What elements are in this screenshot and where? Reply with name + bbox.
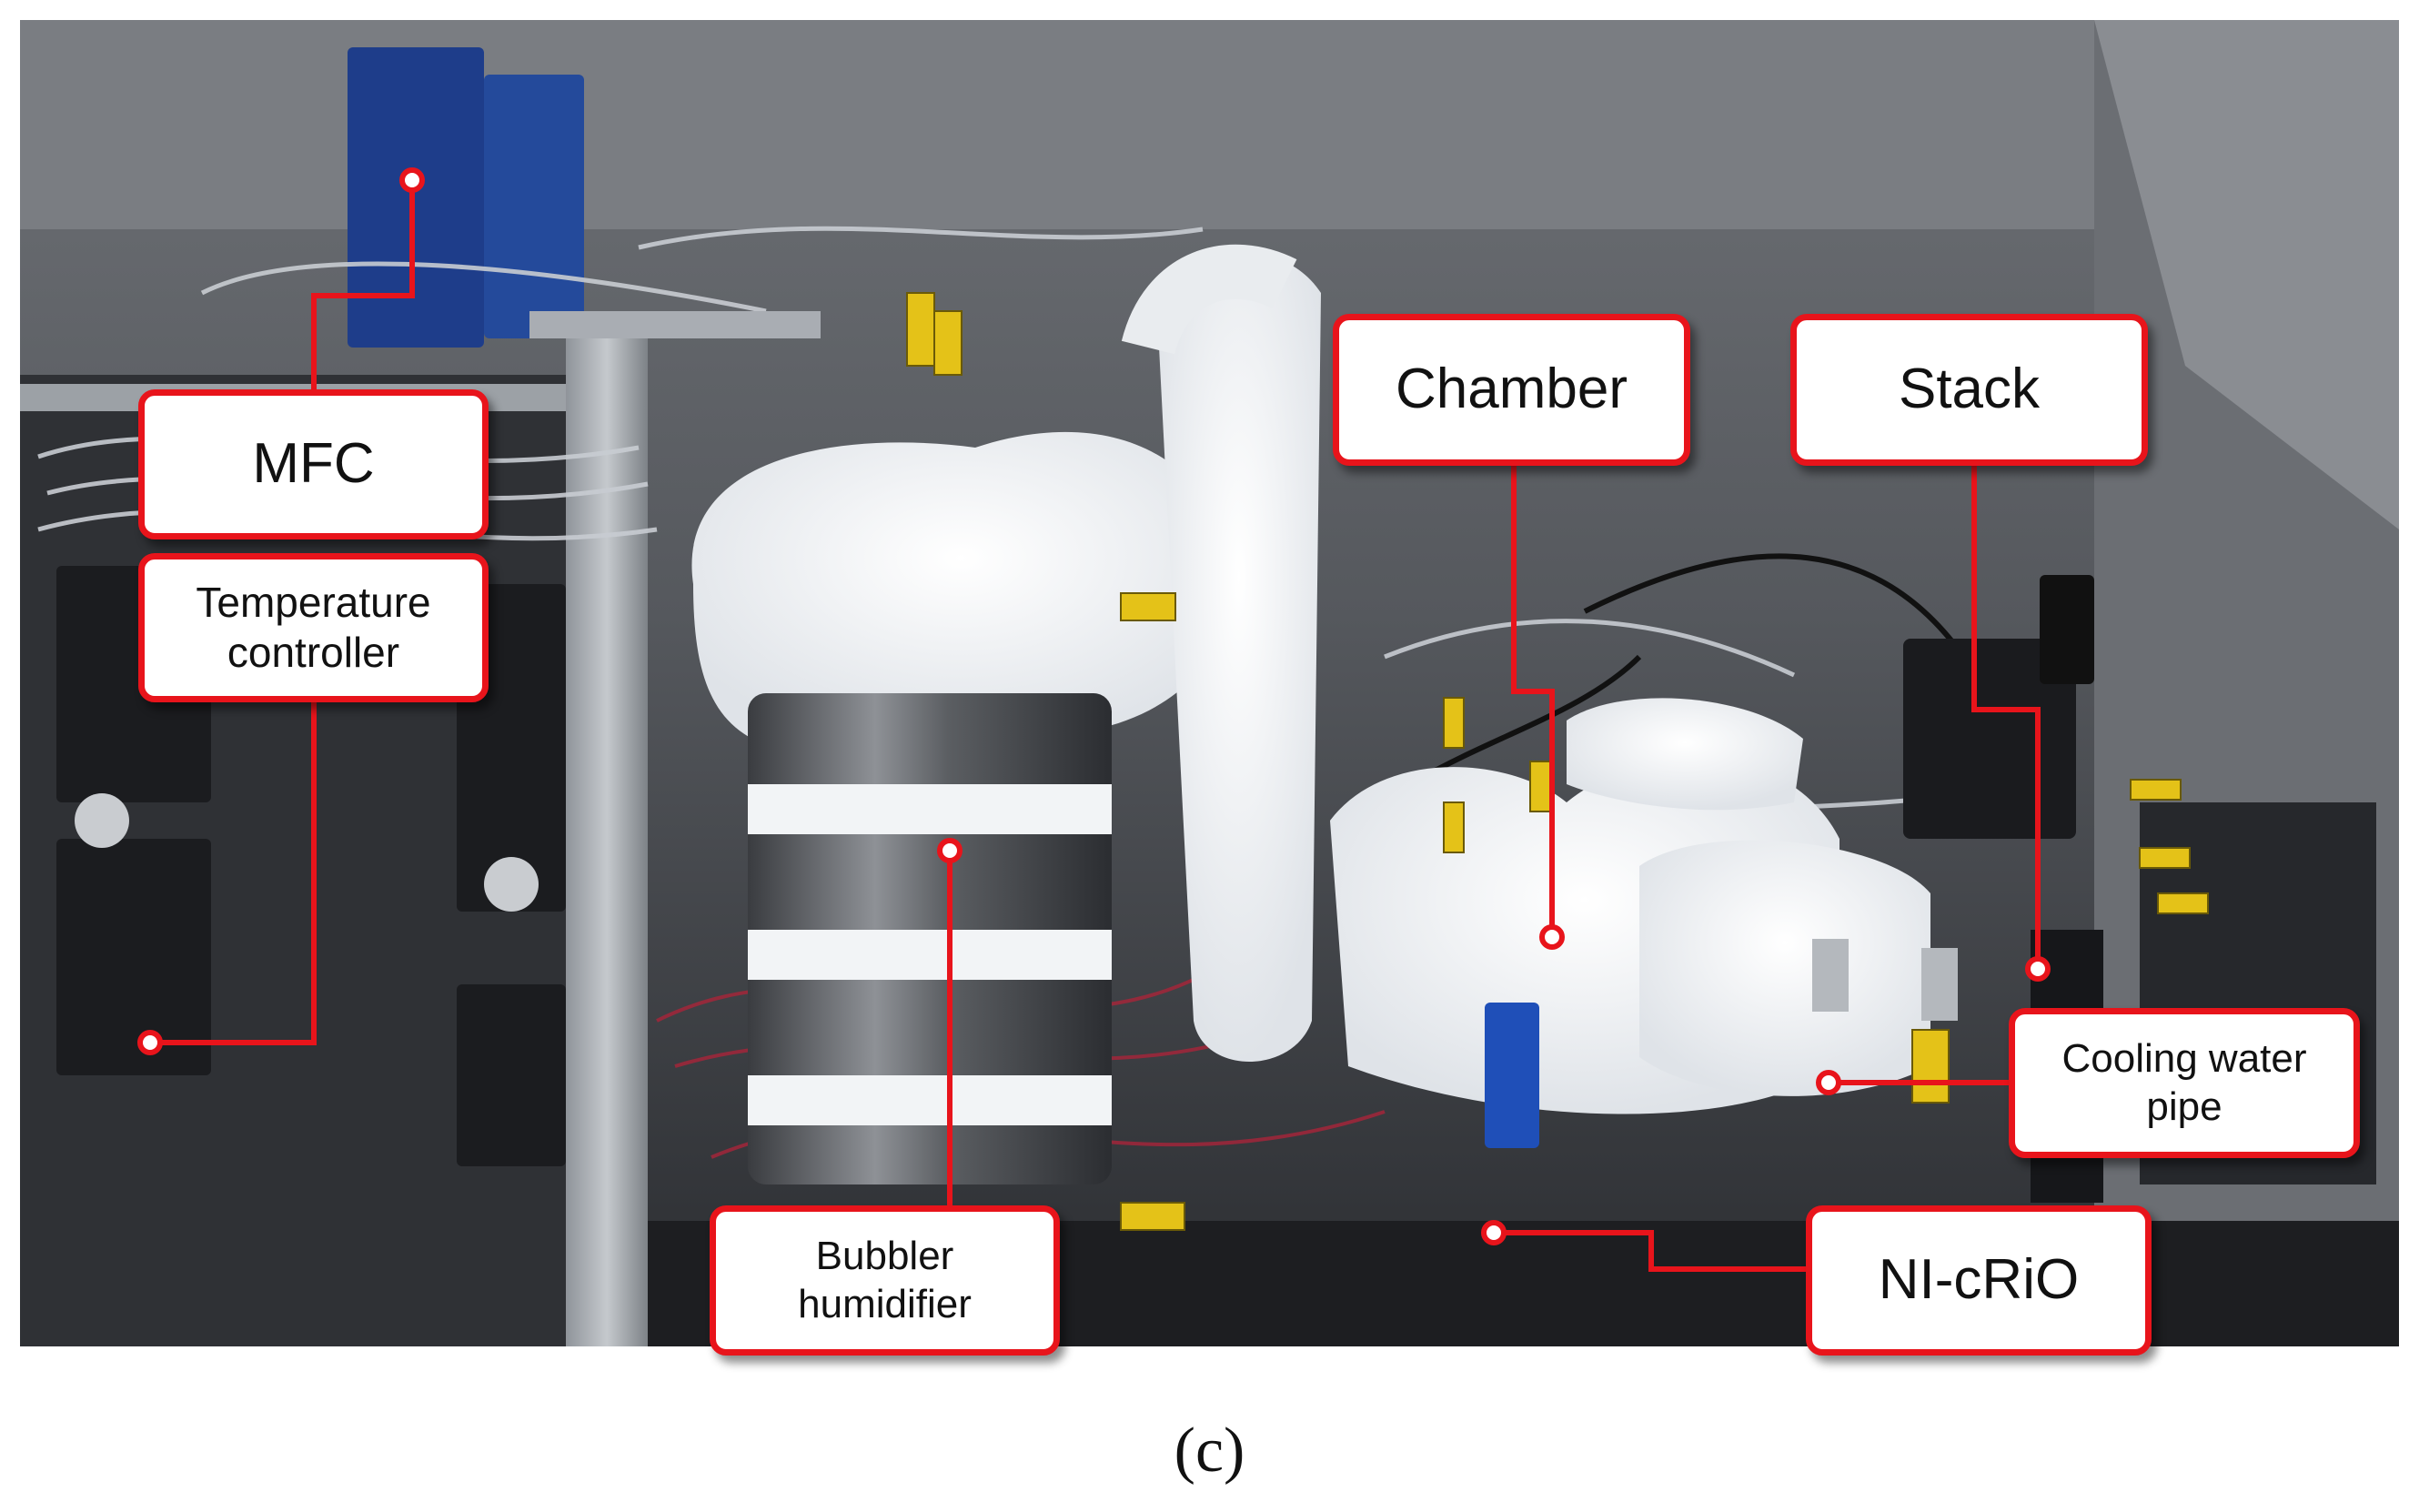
cooling-water-pipe-anchor-dot — [1816, 1070, 1841, 1095]
figure-caption: (c) — [1174, 1416, 1245, 1486]
chamber-anchor-dot — [1539, 924, 1565, 950]
temperature-controller-anchor-dot — [137, 1030, 163, 1055]
label-stack-text: Stack — [1898, 358, 2041, 421]
label-bubbler-line1: Bubbler — [815, 1233, 954, 1278]
stack-anchor-dot — [2025, 956, 2051, 982]
label-chamber-text: Chamber — [1396, 358, 1628, 421]
label-ni-crio: NI-cRiO — [1806, 1205, 2152, 1356]
label-cooling-line1: Cooling water — [2061, 1035, 2307, 1081]
label-temperature-controller-line1: Temperature — [196, 578, 431, 626]
label-chamber: Chamber — [1333, 314, 1690, 466]
label-bubbler-humidifier: Bubbler humidifier — [710, 1205, 1060, 1356]
label-ni-crio-text: NI-cRiO — [1878, 1248, 2080, 1312]
label-temperature-controller-line2: controller — [227, 629, 400, 676]
ni-crio-anchor-dot — [1481, 1220, 1507, 1245]
label-temperature-controller: Temperature controller — [138, 553, 489, 702]
label-mfc-text: MFC — [252, 432, 375, 496]
label-stack: Stack — [1790, 314, 2148, 466]
label-bubbler-line2: humidifier — [798, 1281, 972, 1326]
mfc-anchor-dot — [399, 167, 425, 193]
bubbler-anchor-dot — [937, 838, 963, 863]
label-cooling-line2: pipe — [2146, 1084, 2222, 1129]
label-mfc: MFC — [138, 389, 489, 539]
label-cooling-water-pipe: Cooling water pipe — [2009, 1008, 2360, 1158]
